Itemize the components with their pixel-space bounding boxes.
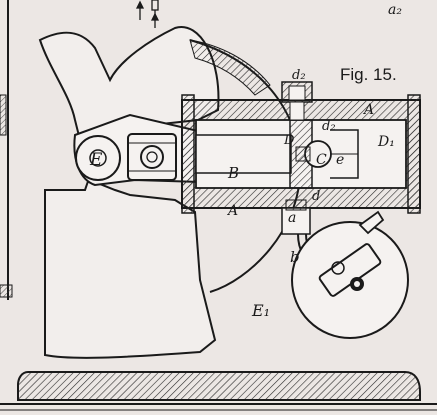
left-frame xyxy=(0,0,13,300)
label-E1: E₁ xyxy=(251,301,270,320)
label-E: E xyxy=(89,150,103,170)
label-d: d xyxy=(312,189,320,204)
label-A-right: A xyxy=(362,102,374,118)
valve-box xyxy=(330,129,359,179)
top-arrows xyxy=(135,0,160,28)
top-valve xyxy=(281,81,313,121)
label-d2-top: d₂ xyxy=(292,68,306,83)
label-C: C xyxy=(316,152,327,168)
base-plate xyxy=(0,371,437,411)
label-D: D xyxy=(283,133,295,148)
label-d2-side: d₂ xyxy=(322,119,336,134)
label-a: a xyxy=(288,210,296,226)
figure-caption: Fig. 15. xyxy=(340,65,397,84)
housing-arc-hatch xyxy=(189,39,271,96)
label-B: B xyxy=(227,164,239,182)
label-D1: D₁ xyxy=(377,134,395,150)
flywheel-disc xyxy=(291,210,409,339)
label-a2-corner: a₂ xyxy=(388,2,402,18)
label-b: b xyxy=(290,248,300,266)
label-e: e xyxy=(336,152,344,168)
label-A-left: A xyxy=(226,203,238,219)
